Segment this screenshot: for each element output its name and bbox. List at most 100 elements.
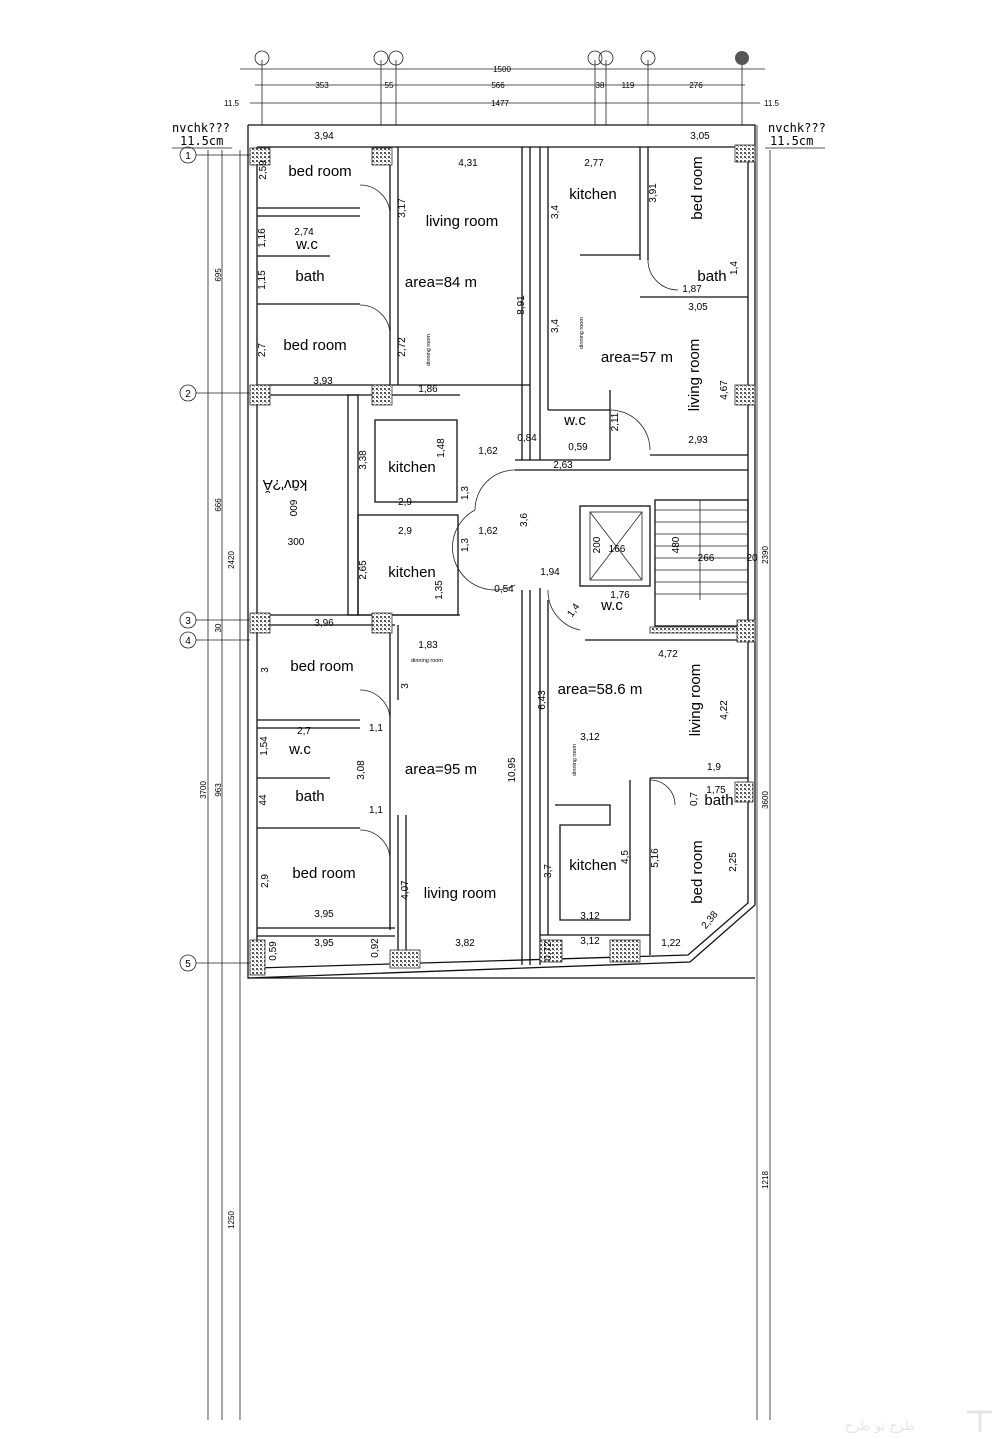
dim-label: 2,77 <box>584 158 604 169</box>
right-note-label: nvchk??? <box>768 121 826 135</box>
dim-label: 2,38 <box>700 909 721 931</box>
columns <box>249 144 756 976</box>
dim-label: 3,6 <box>519 513 530 527</box>
area-label: area=95 m <box>405 761 477 778</box>
dim-label: 2,93 <box>688 435 708 446</box>
dim-label: 6,43 <box>537 690 548 710</box>
dim-label: 4,07 <box>400 880 411 900</box>
room-label-living-room: living room <box>426 213 499 230</box>
dim-label: 4,67 <box>719 380 730 400</box>
dim-label: 2,59 <box>258 160 269 180</box>
dim-label: 1,15 <box>257 270 268 290</box>
room-label-bedroom: bed room <box>689 156 706 219</box>
dim-label: 1,4 <box>565 601 582 619</box>
room-label-kitchen: kitchen <box>388 459 436 476</box>
left-dim-1250: 1250 <box>227 1211 236 1229</box>
dim-label: 3,7 <box>543 864 554 878</box>
dim-label: 10,95 <box>507 757 518 782</box>
grid-bubble-3: 3 <box>185 616 191 627</box>
grid-bubble-4: 4 <box>185 636 191 647</box>
dim-label: 2,74 <box>294 227 314 238</box>
dim-label: 0,7 <box>689 792 700 806</box>
dim-label: 0,72 <box>543 941 554 961</box>
dim-label: 0,59 <box>268 941 279 961</box>
dim-total: 1500 <box>493 65 511 74</box>
dim-label: 44 <box>258 794 269 806</box>
dim-55: 55 <box>385 81 394 90</box>
dim-label: 1,16 <box>257 228 268 248</box>
right-note-value: 11.5cm <box>770 134 813 148</box>
dim-offset-left: 11.5 <box>224 99 240 108</box>
dim-label: 2,11 <box>610 412 621 431</box>
dim-label: 3,12 <box>580 911 600 922</box>
lot-lines: 695 666 2420 30 3700 963 1250 2390 3600 … <box>199 125 771 1420</box>
dim-label: 1,1 <box>369 805 383 816</box>
room-label-wc: w.c <box>295 236 318 253</box>
dim-label: 1,9 <box>707 762 721 773</box>
dim-label: 166 <box>609 544 626 555</box>
dim-label: 4,22 <box>719 700 730 720</box>
dim-label: 3,12 <box>580 936 600 947</box>
dim-label: 5,16 <box>650 848 661 868</box>
dim-label: 3 <box>400 683 411 689</box>
left-dim-963: 963 <box>214 783 223 797</box>
room-label-bedroom: bed room <box>689 840 706 903</box>
room-label-bedroom: bed room <box>292 865 355 882</box>
staircase <box>649 499 749 634</box>
dim-label: 3 <box>260 667 271 673</box>
grid-bubble-2: 2 <box>185 389 191 400</box>
dim-label: 1,48 <box>436 438 447 458</box>
dim-label: 266 <box>698 553 715 564</box>
dim-label: 2,9 <box>260 874 271 888</box>
watermark: طرح تو طرح <box>845 1410 992 1434</box>
dim-label: 1,62 <box>478 446 498 457</box>
dim-label: 3,96 <box>314 618 334 629</box>
doors <box>359 184 679 861</box>
dim-353: 353 <box>315 81 329 90</box>
dim-label: 1,54 <box>259 736 270 756</box>
dim-38: 38 <box>596 81 605 90</box>
room-label-kitchen: kitchen <box>569 186 617 203</box>
side-notes: nvchk??? 11.5cm nvchk??? 11.5cm <box>172 121 826 149</box>
room-label-wc: w.c <box>288 741 311 758</box>
left-dim-30: 30 <box>214 623 223 632</box>
watermark-text: طرح تو طرح <box>845 1419 915 1434</box>
dim-label: 2,9 <box>398 497 412 508</box>
dim-label: 3,95 <box>314 938 334 949</box>
room-labels: bed room living room w.c bath area=84 m … <box>263 156 734 903</box>
dim-label: 3,08 <box>356 760 367 780</box>
dim-label: 1,1 <box>369 723 383 734</box>
left-dim-695: 695 <box>214 268 223 282</box>
dim-label: 3,95 <box>314 909 334 920</box>
dim-label: 480 <box>671 536 682 553</box>
left-dim-2420: 2420 <box>227 551 236 569</box>
dim-label: 3,91 <box>648 183 659 203</box>
dim-label: 1,86 <box>418 384 438 395</box>
room-label-bedroom: bed room <box>290 658 353 675</box>
room-label-dining: dinning room <box>426 334 432 366</box>
dim-label: 0,59 <box>568 442 588 453</box>
dim-label: 3,94 <box>314 131 334 142</box>
dim-label: 2,65 <box>358 560 369 580</box>
dim-label: 3,05 <box>688 302 708 313</box>
dim-label: 1,22 <box>661 938 681 949</box>
area-label: area=84 m <box>405 274 477 291</box>
dim-label: 3,12 <box>580 732 600 743</box>
dim-label: 1,4 <box>729 261 740 275</box>
dim-label: 20 <box>746 553 758 564</box>
room-label-living-room: living room <box>687 664 704 737</box>
dim-label: 0,84 <box>517 433 537 444</box>
dim-label: 3,93 <box>313 376 333 387</box>
left-note-value: 11.5cm <box>180 134 223 148</box>
dim-label: 200 <box>592 536 603 553</box>
room-label-wc: w.c <box>563 412 586 429</box>
dim-label: 1,35 <box>434 580 445 600</box>
dim-566: 566 <box>491 81 505 90</box>
dim-label: 2,7 <box>297 726 311 737</box>
room-label-bedroom: bed room <box>288 163 351 180</box>
room-label-living-room: living room <box>424 885 497 902</box>
interior-dimensions: 3,94 3,05 4,31 2,77 2,59 3,17 3,91 3,4 1… <box>257 131 758 961</box>
room-label-kitchen: kitchen <box>569 857 617 874</box>
dim-label: 8,91 <box>516 295 527 315</box>
